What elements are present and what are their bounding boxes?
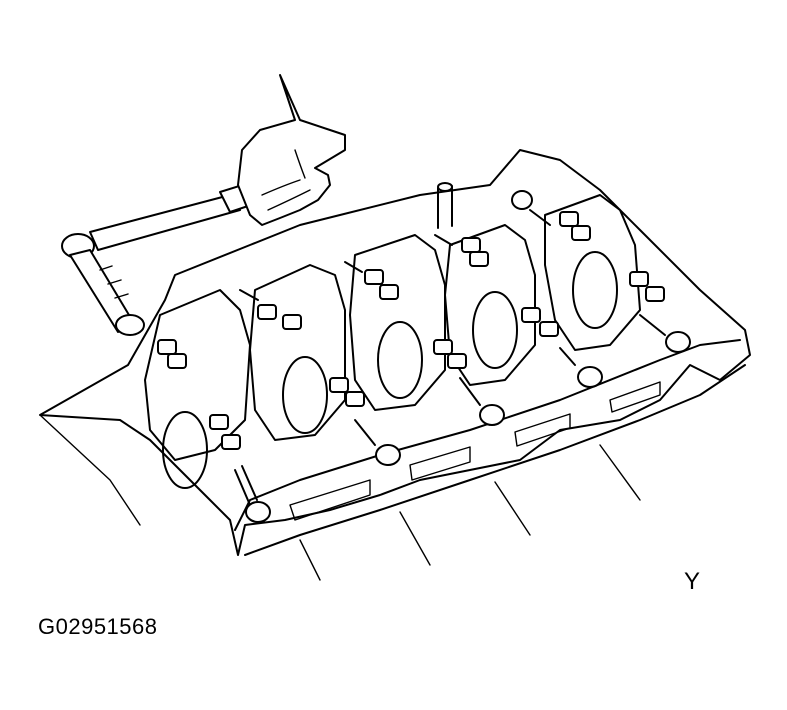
side-bolts	[234, 190, 691, 523]
dowel-pin	[437, 182, 453, 229]
bearing-caps	[144, 194, 641, 489]
hand	[237, 74, 346, 226]
view-label: Y	[684, 568, 701, 595]
figure-code: G02951568	[38, 614, 158, 639]
cap-bolts	[157, 211, 665, 450]
engine-block-body	[39, 149, 751, 581]
